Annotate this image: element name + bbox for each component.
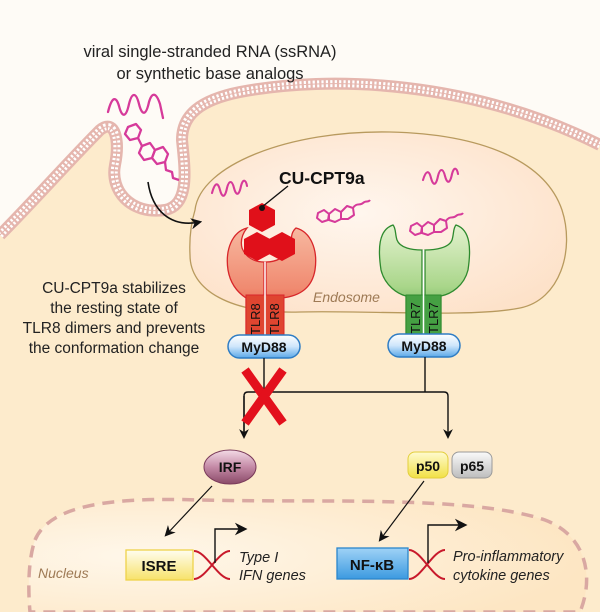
base-analog-endosome-2 (409, 212, 464, 236)
isre-promoter: ISRE (125, 549, 194, 581)
tlr7-label-left: TLR7 (408, 302, 423, 334)
title-line-2: or synthetic base analogs (116, 65, 303, 83)
dna-helix-isre (193, 550, 231, 580)
isre-genes-line-2: IFN genes (239, 568, 306, 584)
base-analog-endosome-1 (316, 199, 371, 223)
signaling-paths (239, 357, 453, 439)
inhibitor-pointer-line (261, 185, 289, 208)
irf-label: IRF (219, 459, 242, 475)
nfkb-promoter: NF-κB (336, 547, 409, 580)
myd88-tlr8: MyD88 (227, 334, 301, 359)
transcription-arrow-nfkb (427, 518, 468, 563)
inhibitor-pointer-dot (259, 205, 265, 211)
annotation-line-2: the resting state of (50, 300, 178, 317)
myd88-tlr8-label: MyD88 (241, 339, 286, 355)
ssrna-ligand-endosome-2 (421, 167, 460, 185)
nfkb-genes-line-2: cytokine genes (453, 568, 550, 584)
tlr7-label-right: TLR7 (426, 302, 441, 334)
myd88-tlr7-label: MyD88 (401, 338, 446, 354)
isre-genes-line-1: Type I (239, 550, 278, 566)
tlr8-label-left: TLR8 (248, 303, 263, 335)
block-x-icon (241, 367, 287, 426)
inhibitor-label: CU-CPT9a (279, 168, 365, 188)
dna-helix-nfkb (408, 549, 446, 580)
p50-factor: p50 (407, 451, 449, 479)
irf-factor: IRF (203, 449, 257, 485)
p65-label: p65 (460, 458, 484, 474)
tlr8-dimer: TLR8 TLR8 (226, 226, 317, 341)
irf-to-isre-arrow (164, 485, 213, 537)
annotation-line-3: TLR8 dimers and prevents (23, 320, 206, 337)
isre-label: ISRE (141, 558, 176, 575)
base-analog-outside (123, 122, 180, 182)
nfkb-genes-line-1: Pro-inflammatory (453, 549, 564, 565)
tlr8-label-right: TLR8 (267, 303, 282, 335)
endosome-label: Endosome (313, 289, 380, 305)
nucleus-label: Nucleus (38, 565, 89, 581)
ssrna-ligand-outside (106, 93, 165, 120)
nfkb-label: NF-κB (350, 557, 394, 574)
myd88-tlr7: MyD88 (387, 333, 461, 358)
annotation-line-1: CU-CPT9a stabilizes (42, 280, 186, 297)
tlr7-dimer: TLR7 TLR7 (378, 224, 471, 340)
p65-factor: p65 (451, 451, 493, 479)
p50-label: p50 (416, 458, 440, 474)
cu-cpt9a-molecule (244, 203, 295, 261)
endocytosis-arrow (147, 181, 203, 230)
title-line-1: viral single-stranded RNA (ssRNA) (83, 43, 336, 61)
transcription-arrow-isre (214, 522, 248, 563)
annotation-line-4: the conformation change (29, 340, 200, 357)
nfkb-to-promoter-arrow (378, 480, 425, 542)
ssrna-ligand-endosome-1 (210, 179, 249, 197)
